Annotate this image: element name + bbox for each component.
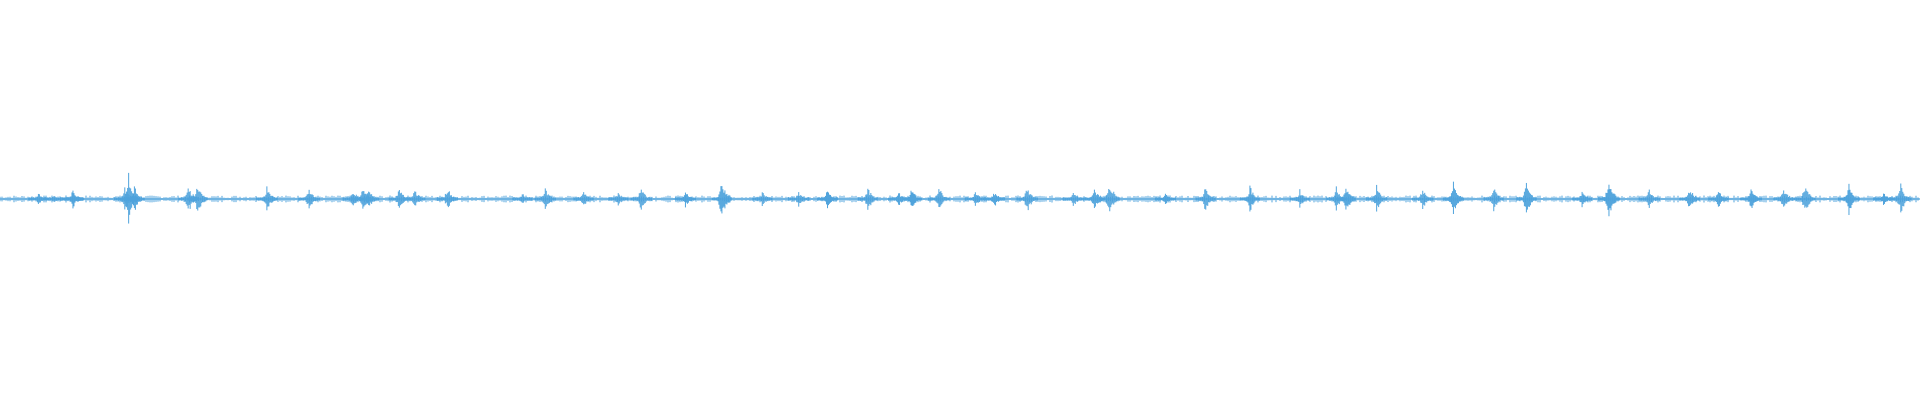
waveform-pulse <box>1598 184 1620 217</box>
waveform-pulse <box>1571 191 1593 208</box>
waveform-pulse <box>857 188 879 210</box>
waveform-pulse <box>1412 190 1434 210</box>
waveform-pulse <box>1638 189 1660 208</box>
waveform-pulse <box>534 188 556 209</box>
waveform-pulse <box>1335 188 1357 210</box>
waveform-pulse <box>187 188 209 211</box>
waveform-pulse <box>1062 193 1084 206</box>
waveform-pulse <box>358 191 380 206</box>
waveform-pulse <box>928 189 950 208</box>
waveform-pulse <box>1794 188 1816 208</box>
waveform-pulse <box>964 192 986 206</box>
waveform-pulse <box>1740 189 1762 209</box>
waveform-pulse <box>1515 182 1537 213</box>
waveform-pulse <box>788 192 810 207</box>
waveform-pulse <box>404 191 426 206</box>
waveform-pulse <box>630 189 652 210</box>
waveform-pulse <box>123 186 145 210</box>
waveform-pulse <box>984 193 1006 206</box>
waveform-pulse <box>43 196 65 202</box>
waveform-pulse <box>607 193 629 206</box>
waveform-pulse <box>1890 183 1912 213</box>
waveform-pulse <box>1707 192 1729 207</box>
waveform-pulse <box>256 186 278 211</box>
waveform-pulse <box>1483 189 1505 212</box>
waveform-pulse <box>751 192 773 207</box>
waveform-pulse <box>1016 190 1038 211</box>
waveform-pulse <box>1154 193 1176 204</box>
waveform-pulse <box>711 186 733 214</box>
waveform-pulse <box>1679 192 1701 207</box>
waveform-pulse <box>901 190 923 206</box>
waveform-pulse <box>298 189 320 209</box>
waveform-pulse <box>1289 189 1311 208</box>
waveform-pulse <box>388 190 410 208</box>
waveform-baseline-group <box>0 195 1920 203</box>
waveform-pulse <box>1195 189 1217 210</box>
waveform-pulse <box>817 191 839 209</box>
waveform-pulse <box>674 192 696 208</box>
waveform-pulse <box>573 192 595 205</box>
waveform-pulse <box>1773 190 1795 207</box>
waveform-pulse-group <box>27 172 1912 224</box>
waveform-pulse <box>1838 183 1860 216</box>
waveform-pulse <box>62 190 84 209</box>
waveform-pulse <box>511 194 533 203</box>
waveform-pulse <box>1442 181 1464 215</box>
waveform-pulse <box>1099 188 1121 212</box>
waveform-pulse <box>1366 184 1388 212</box>
waveform-pulse <box>436 191 458 208</box>
waveform-pulse <box>1239 185 1261 212</box>
